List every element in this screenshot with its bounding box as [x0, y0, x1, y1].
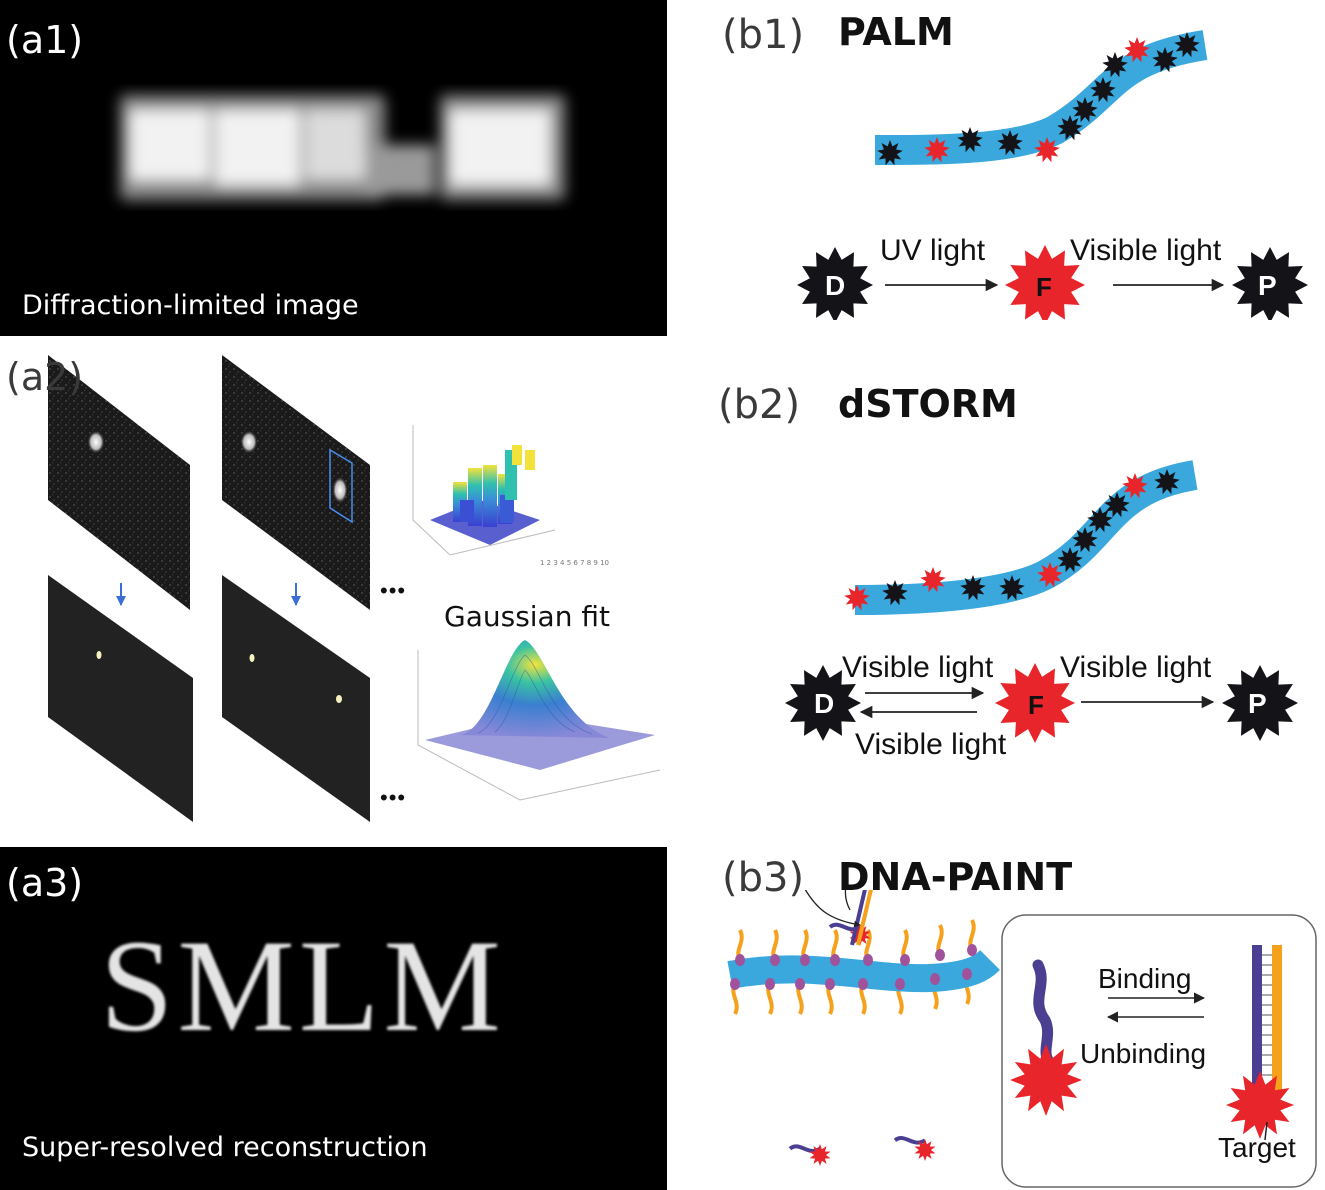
- target-label: Target: [1218, 1132, 1296, 1163]
- active-fluorophore: [1124, 37, 1150, 63]
- dstorm-back-label: Visible light: [855, 728, 1007, 761]
- dark-fluorophore: [1104, 492, 1130, 518]
- blurry-smlm-image: [120, 95, 565, 200]
- dna-paint-filament: [727, 950, 1000, 993]
- binding-label: Binding: [1098, 963, 1192, 994]
- palm-state-dark-label: D: [825, 270, 846, 301]
- dstorm-dark-state: [785, 665, 861, 741]
- docking-site: [770, 954, 780, 966]
- ellipsis-lower: •••: [380, 785, 407, 810]
- dstorm-state-dark-label: D: [814, 688, 835, 719]
- palm-diagram: [797, 30, 1308, 320]
- dstorm-diagram: [785, 460, 1298, 743]
- binding-inset-box: [1001, 914, 1317, 1188]
- active-fluorophore: [1037, 562, 1063, 588]
- dark-fluorophore: [960, 575, 986, 601]
- docking-site: [935, 949, 945, 961]
- docking-site: [930, 973, 940, 985]
- dark-fluorophore: [1174, 32, 1200, 58]
- palm-arrow-uv-label: UV light: [880, 234, 986, 267]
- palm-bleached-state: [1232, 247, 1308, 320]
- docking-site: [765, 978, 775, 990]
- docking-site: [795, 978, 805, 990]
- panel-label-b2: (b2): [718, 382, 801, 428]
- smlm-reconstruction-text: SMLM: [100, 912, 505, 1059]
- palm-arrow-visible-label: Visible light: [1070, 234, 1222, 267]
- gaussian-surface-plot: [417, 640, 661, 801]
- panel-label-a3: (a3): [6, 861, 84, 905]
- dstorm-fluorescent-state: [995, 663, 1075, 743]
- dark-fluorophore: [1102, 52, 1128, 78]
- inset-bound-imager: [1226, 1071, 1294, 1139]
- imager-fluorophore: [809, 1144, 831, 1166]
- docking-site: [830, 954, 840, 966]
- dark-fluorophore: [957, 127, 983, 153]
- panel-label-b3: (b3): [722, 855, 805, 901]
- dna-paint-title: DNA-PAINT: [838, 855, 1073, 899]
- docking-site: [967, 944, 977, 956]
- dark-fluorophore: [1072, 97, 1098, 123]
- docking-site: [730, 978, 740, 990]
- panel-label-b1: (b1): [722, 12, 805, 58]
- docking-site: [895, 978, 905, 990]
- caption-super-resolved: Super-resolved reconstruction: [22, 1132, 428, 1163]
- palm-state-bleached-label: P: [1258, 270, 1277, 301]
- docking-site: [900, 954, 910, 966]
- dstorm-filament: [854, 460, 1198, 615]
- docking-site: [858, 978, 868, 990]
- docking-site: [825, 978, 835, 990]
- palm-state-fluorescent-label: F: [1036, 272, 1052, 302]
- docking-site: [800, 954, 810, 966]
- imager-strand: [893, 1136, 927, 1145]
- localization-panel: 1 2 3 4 5 6 7 8 9 10 (a2) ••• ••• Gaussi…: [0, 350, 667, 830]
- palm-filament: [874, 30, 1208, 165]
- imager-fluorophore: [744, 890, 746, 891]
- panel-label-a1: (a1): [6, 18, 84, 62]
- dark-fluorophore: [1154, 469, 1180, 495]
- dstorm-state-bleached-label: P: [1248, 688, 1267, 719]
- dna-paint-diagram: [727, 890, 1317, 1188]
- dark-fluorophore: [1090, 77, 1116, 103]
- active-fluorophore: [1122, 473, 1148, 499]
- panel-label-a2: (a2): [6, 355, 84, 399]
- palm-fluorescent-state: [1005, 245, 1085, 320]
- dark-fluorophore: [882, 580, 908, 606]
- dark-fluorophore: [1087, 507, 1113, 533]
- dark-fluorophore: [1057, 547, 1083, 573]
- dark-fluorophore: [997, 130, 1023, 156]
- imager-fluorophore: [914, 1139, 936, 1161]
- active-fluorophore: [920, 567, 946, 593]
- docking-site: [962, 968, 972, 980]
- dark-fluorophore: [877, 140, 903, 166]
- dark-fluorophore: [1152, 47, 1178, 73]
- raw-frame-2: [222, 355, 370, 610]
- active-fluorophore: [844, 585, 870, 611]
- inset-unbound-imager: [1010, 1044, 1082, 1116]
- svg-text:1 2 3 4 5 6 7 8 9 10: 1 2 3 4 5 6 7 8 9 10: [540, 559, 609, 567]
- dark-fluorophore: [1072, 527, 1098, 553]
- gaussian-fit-label: Gaussian fit: [444, 600, 610, 633]
- docking-site: [863, 954, 873, 966]
- localized-frame-2: [222, 575, 370, 822]
- active-fluorophore: [924, 137, 950, 163]
- raw-frame-1: [48, 355, 190, 610]
- palm-title: PALM: [838, 10, 954, 54]
- super-resolved-panel: SMLM (a3) Super-resolved reconstruction: [0, 847, 667, 1190]
- unbinding-label: Unbinding: [1080, 1038, 1207, 1069]
- docking-site: [735, 954, 745, 966]
- caption-diffraction-limited: Diffraction-limited image: [22, 290, 359, 321]
- dark-fluorophore: [999, 575, 1025, 601]
- dark-fluorophore: [1057, 115, 1083, 141]
- localized-frame-1: [48, 575, 193, 822]
- dstorm-state-fluorescent-label: F: [1028, 690, 1044, 720]
- dstorm-bleach-label: Visible light: [1060, 651, 1212, 684]
- bar-histogram-plot: 1 2 3 4 5 6 7 8 9 10: [412, 425, 609, 567]
- palm-dark-state: [797, 247, 873, 320]
- dstorm-bleached-state: [1222, 665, 1298, 741]
- dstorm-title: dSTORM: [838, 382, 1018, 426]
- dstorm-forward-label: Visible light: [842, 651, 994, 684]
- diffraction-limited-panel: (a1) Diffraction-limited image: [0, 0, 667, 336]
- ellipsis-upper: •••: [380, 578, 407, 603]
- active-fluorophore: [1034, 137, 1060, 163]
